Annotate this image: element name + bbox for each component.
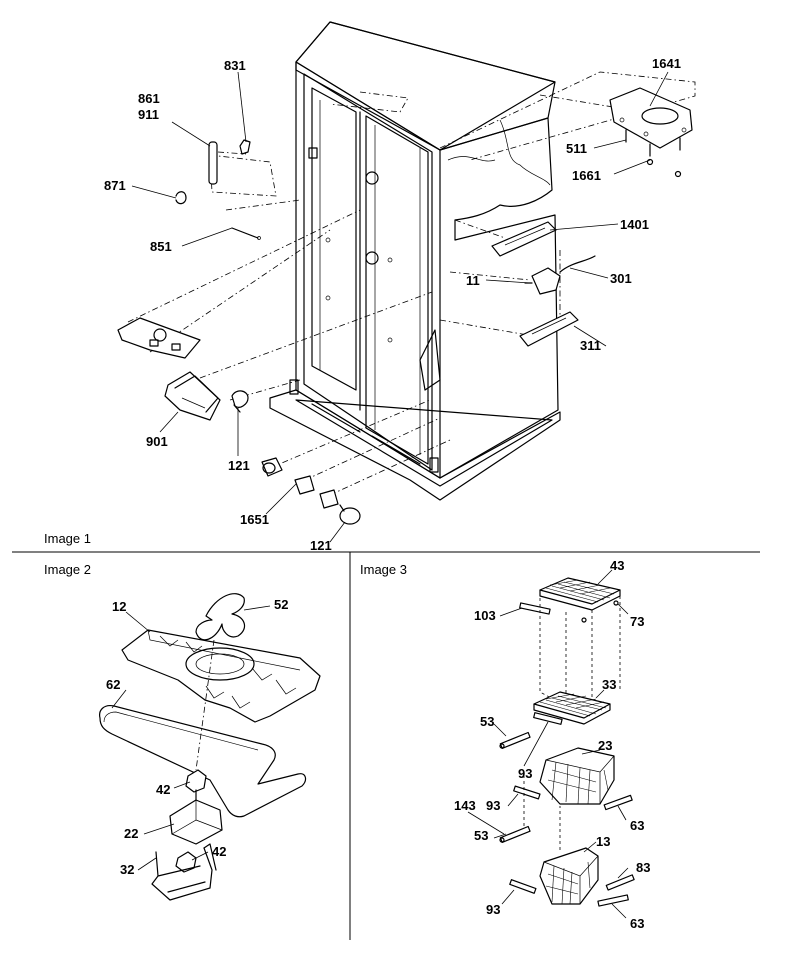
callout-311: 311: [580, 338, 601, 353]
callout-1641: 1641: [652, 56, 681, 71]
callout-1651: 1651: [240, 512, 269, 527]
callout-63-b: 63: [630, 916, 644, 931]
image3-parts: [499, 577, 635, 907]
image2-parts: [99, 593, 321, 901]
callout-labels: 831 861 911 871 851 901 121 1651 121 164…: [104, 56, 681, 931]
panel-label-image3: Image 3: [360, 562, 407, 577]
callout-301: 301: [610, 271, 632, 286]
callout-93-a: 93: [518, 766, 532, 781]
callout-511: 511: [566, 141, 587, 156]
callout-11: 11: [466, 273, 480, 288]
callout-42-b: 42: [212, 844, 226, 859]
callout-42-a: 42: [156, 782, 170, 797]
callout-83: 83: [636, 860, 650, 875]
callout-52: 52: [274, 597, 288, 612]
callout-901: 901: [146, 434, 168, 449]
panel-label-image1: Image 1: [44, 531, 91, 546]
callout-53-a: 53: [480, 714, 494, 729]
cabinet-assembly: [269, 21, 561, 501]
callout-22: 22: [124, 826, 138, 841]
callout-861: 861: [138, 91, 160, 106]
callout-33: 33: [602, 677, 616, 692]
callout-911: 911: [138, 107, 159, 122]
callout-121-a: 121: [228, 458, 250, 473]
callout-32: 32: [120, 862, 134, 877]
callout-1401: 1401: [620, 217, 649, 232]
callout-62: 62: [106, 677, 120, 692]
callout-121-b: 121: [310, 538, 332, 553]
callout-23: 23: [598, 738, 612, 753]
callout-871: 871: [104, 178, 126, 193]
callout-103: 103: [474, 608, 496, 623]
callout-143: 143: [454, 798, 476, 813]
callout-1661: 1661: [572, 168, 601, 183]
callout-53-b: 53: [474, 828, 488, 843]
panel-label-image2: Image 2: [44, 562, 91, 577]
callout-63-a: 63: [630, 818, 644, 833]
callout-73: 73: [630, 614, 644, 629]
callout-93-b: 93: [486, 798, 500, 813]
callout-13: 13: [596, 834, 610, 849]
callout-12: 12: [112, 599, 126, 614]
callout-43: 43: [610, 558, 624, 573]
callout-93-c: 93: [486, 902, 500, 917]
image1-parts: [117, 87, 693, 525]
callout-851: 851: [150, 239, 172, 254]
leader-lines: [111, 71, 669, 919]
callout-831: 831: [224, 58, 246, 73]
